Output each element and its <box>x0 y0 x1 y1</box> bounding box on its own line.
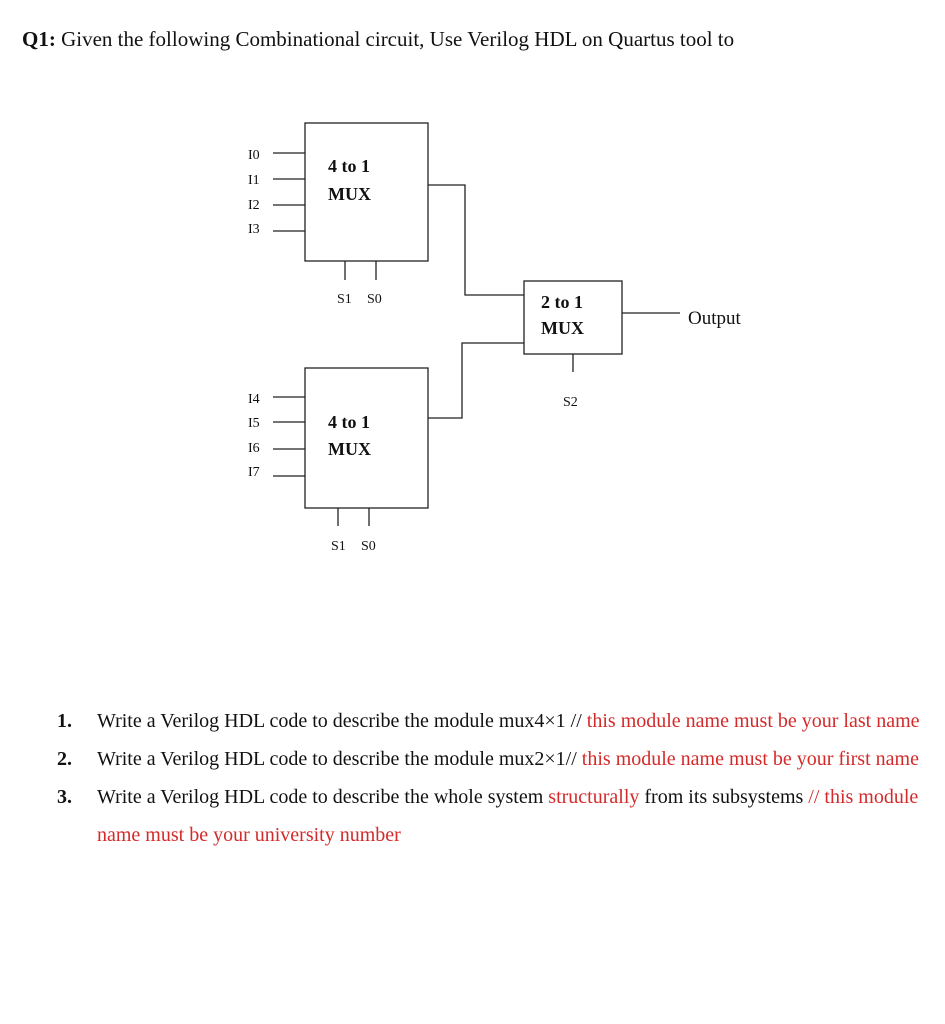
input-label-i7: I7 <box>248 465 260 480</box>
input-label-i6: I6 <box>248 441 260 456</box>
input-label-i3: I3 <box>248 222 260 237</box>
task-text: Write a Verilog HDL code to describe the… <box>97 748 582 770</box>
task-note-2: // this module name must be your univers… <box>97 786 919 846</box>
task-note: structurally <box>548 786 640 808</box>
input-label-i2: I2 <box>248 198 260 213</box>
select-label-s2: S2 <box>563 395 578 410</box>
select-label-s0-bottom: S0 <box>361 539 376 554</box>
output-label: Output <box>688 308 742 329</box>
input-label-i0: I0 <box>248 148 260 163</box>
question-heading: Q1: Given the following Combinational ci… <box>22 27 734 52</box>
task-number: 1. <box>57 710 72 732</box>
input-label-i5: I5 <box>248 416 260 431</box>
question-text: Given the following Combinational circui… <box>55 27 735 51</box>
task-note: this module name must be your last name <box>586 710 920 732</box>
mux-top-box <box>304 122 429 262</box>
mux-final-label-1: 2 to 1 <box>541 292 583 312</box>
task-text: Write a Verilog HDL code to describe the… <box>97 786 549 808</box>
select-label-s1-bottom: S1 <box>331 539 346 554</box>
task-item: 2. Write a Verilog HDL code to describe … <box>55 740 925 778</box>
task-number: 2. <box>57 748 72 770</box>
mux-top-label-2: MUX <box>328 184 371 204</box>
mux-bottom-label-1: 4 to 1 <box>328 412 370 432</box>
input-label-i4: I4 <box>248 392 260 407</box>
mux-final-label-2: MUX <box>541 318 584 338</box>
input-label-i1: I1 <box>248 173 260 188</box>
select-label-s1-top: S1 <box>337 292 352 307</box>
task-tail: from its subsystems <box>639 786 809 808</box>
mux-bottom-label-2: MUX <box>328 439 371 459</box>
mux-bottom-box <box>304 367 429 509</box>
task-item: 1. Write a Verilog HDL code to describe … <box>55 702 925 740</box>
task-note: this module name must be your first name <box>581 748 919 770</box>
task-item: 3. Write a Verilog HDL code to describe … <box>55 778 925 854</box>
question-number: Q1: <box>22 27 56 51</box>
mux-top-label-1: 4 to 1 <box>328 156 370 176</box>
circuit-diagram: 4 to 1 MUX I0 I1 I2 I3 S1 S0 4 to 1 MUX … <box>248 122 742 554</box>
task-number: 3. <box>57 786 72 808</box>
task-list: 1. Write a Verilog HDL code to describe … <box>55 702 925 854</box>
select-label-s0-top: S0 <box>367 292 382 307</box>
task-text: Write a Verilog HDL code to describe the… <box>97 710 587 732</box>
